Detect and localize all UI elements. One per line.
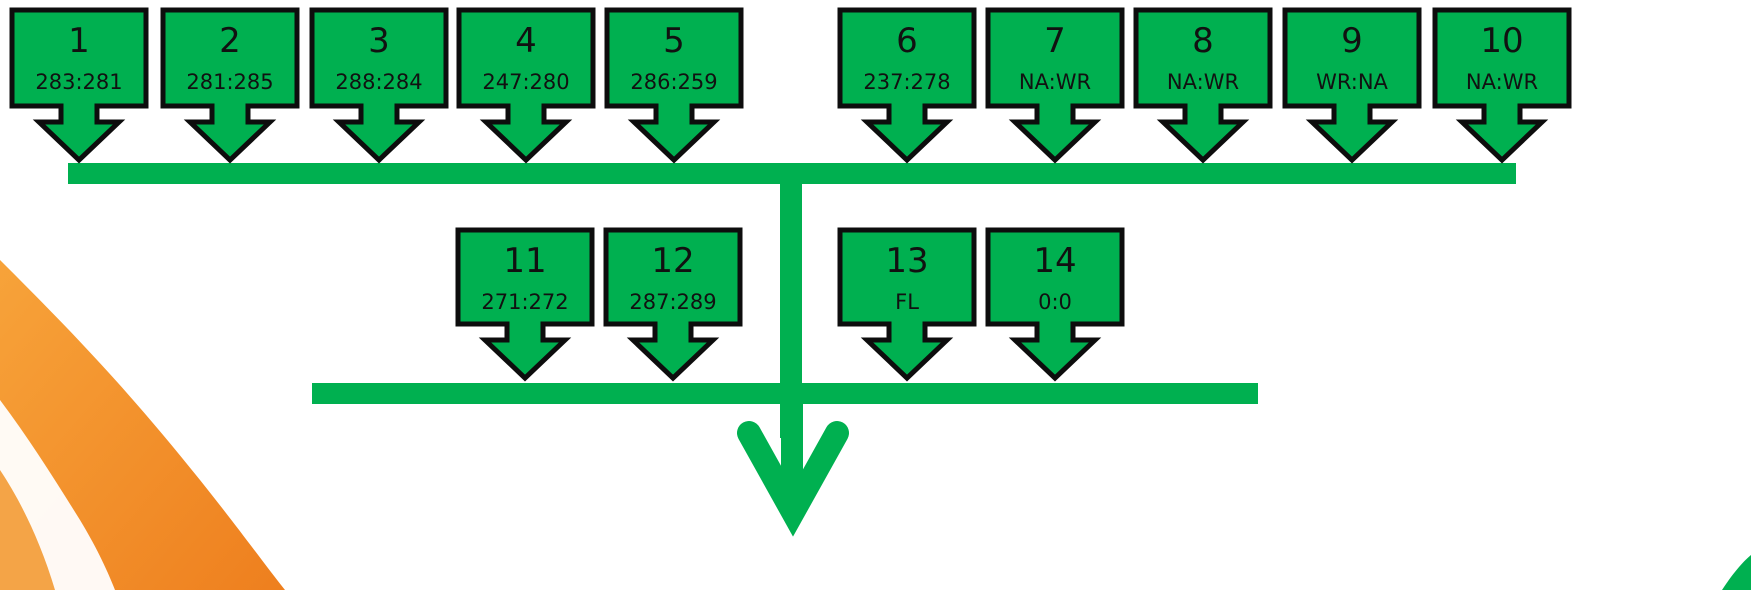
match-score: 271:272 [481, 290, 568, 314]
match-box-12: 12 287:289 [603, 227, 743, 382]
bracket-lines [68, 163, 1516, 537]
match-score: 281:285 [186, 70, 273, 94]
match-number: 14 [1033, 241, 1076, 281]
match-arrow-shape [9, 7, 149, 164]
match-arrow-shape [309, 7, 449, 164]
match-number: 7 [1044, 21, 1066, 61]
match-box-14: 140:0 [985, 227, 1125, 382]
match-arrow-shape [1432, 7, 1572, 164]
match-number: 11 [503, 241, 546, 281]
match-box-9: 9WR:NA [1282, 7, 1422, 164]
match-box-2: 2 281:285 [160, 7, 300, 164]
match-box-4: 4 247:280 [456, 7, 596, 164]
match-box-11: 11 271:272 [455, 227, 595, 382]
match-box-7: 7NA:WR [985, 7, 1125, 164]
match-arrow-shape [604, 7, 744, 164]
match-arrow-shape [455, 227, 595, 382]
match-score: 0:0 [1038, 290, 1072, 314]
match-arrow-shape [837, 7, 977, 164]
match-number: 9 [1341, 21, 1363, 61]
match-number: 10 [1480, 21, 1523, 61]
match-score: 247:280 [482, 70, 569, 94]
match-arrow-shape [985, 227, 1125, 382]
match-arrow-shape [837, 227, 977, 382]
match-score: 286:259 [630, 70, 717, 94]
match-score: 237:278 [863, 70, 950, 94]
bottom-horizontal-line [312, 383, 1258, 404]
match-number: 4 [515, 21, 537, 61]
match-box-1: 1 283:281 [9, 7, 149, 164]
match-score: NA:WR [1167, 70, 1239, 94]
match-arrow-shape [1282, 7, 1422, 164]
match-box-6: 6 237:278 [837, 7, 977, 164]
row-1-matches: 1 283:281 2 281:285 3 288:284 4 247:280 5 286:259… [9, 7, 1572, 164]
vertical-connector-line [780, 163, 802, 438]
match-number: 1 [68, 21, 90, 61]
match-score: NA:WR [1019, 70, 1091, 94]
match-number: 12 [651, 241, 694, 281]
match-box-5: 5 286:259 [604, 7, 744, 164]
match-arrow-shape [456, 7, 596, 164]
match-arrow-shape [1133, 7, 1273, 164]
match-score: 283:281 [35, 70, 122, 94]
background-swoosh [0, 260, 1751, 590]
match-box-3: 3 288:284 [309, 7, 449, 164]
match-number: 2 [219, 21, 241, 61]
match-number: 3 [368, 21, 390, 61]
match-score: NA:WR [1466, 70, 1538, 94]
match-arrow-shape [160, 7, 300, 164]
match-number: 6 [896, 21, 918, 61]
match-number: 8 [1192, 21, 1214, 61]
match-arrow-shape [603, 227, 743, 382]
match-box-8: 8NA:WR [1133, 7, 1273, 164]
match-score: 287:289 [629, 290, 716, 314]
match-arrow-shape [985, 7, 1125, 164]
match-score: FL [895, 290, 919, 314]
match-number: 5 [663, 21, 685, 61]
match-score: 288:284 [335, 70, 422, 94]
match-score: WR:NA [1316, 70, 1388, 94]
match-number: 13 [885, 241, 928, 281]
